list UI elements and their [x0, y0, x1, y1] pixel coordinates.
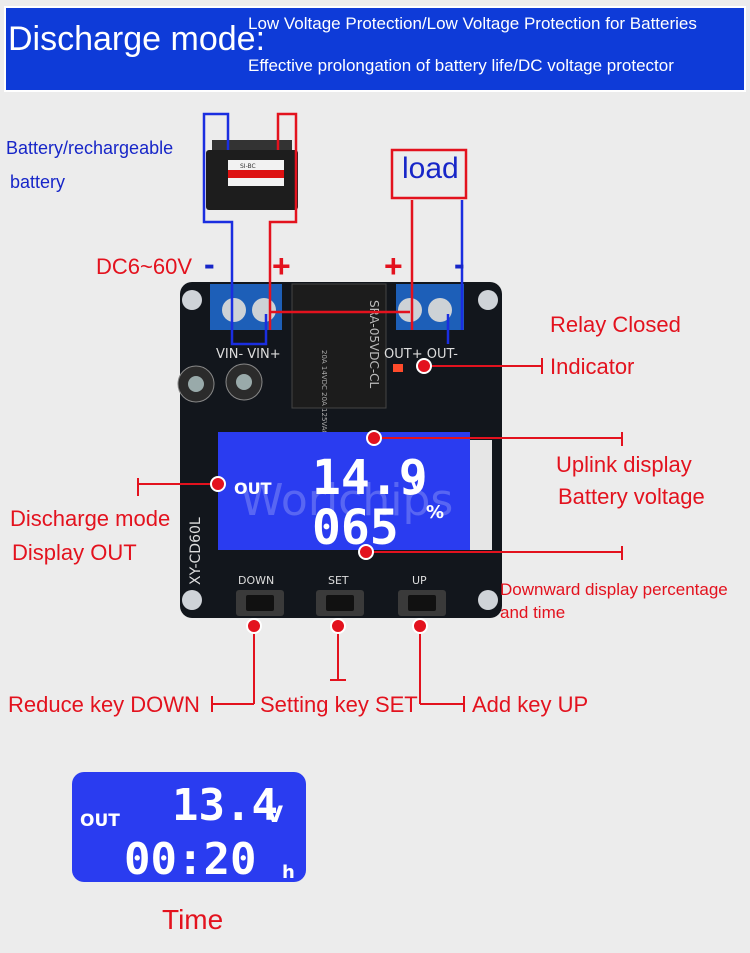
lcd-main-screen	[218, 432, 470, 550]
watermark: Worlchips	[240, 475, 453, 526]
lcd-main-top-value: 14.9	[312, 450, 428, 506]
lcd-main-mode: OUT	[234, 479, 272, 498]
out-label: OUT+ OUT-	[384, 347, 458, 362]
key-down-label: DOWN	[238, 574, 274, 587]
set-key[interactable]	[316, 590, 364, 616]
banner-subtitle-2: Effective prolongation of battery life/D…	[248, 56, 674, 75]
battery-label-line1: Battery/rechargeable	[6, 138, 174, 158]
uplink-label-line2: Battery voltage	[558, 484, 705, 509]
lcd-time-mode: OUT	[80, 811, 120, 831]
header-banner	[4, 6, 746, 92]
annotation-dots	[210, 358, 432, 634]
wires	[202, 112, 464, 346]
down-key[interactable]	[236, 590, 284, 616]
lcd-main-top-unit: V	[410, 476, 424, 497]
load-label: load	[402, 152, 459, 185]
board-model: XY-CD60L	[188, 517, 204, 585]
relay-label-line1: Relay Closed	[550, 312, 681, 337]
add-key-label: Add key UP	[472, 692, 589, 717]
relay-indicator-led	[393, 364, 403, 372]
uplink-label-line1: Uplink display	[556, 452, 692, 477]
lcd-main-bottom-unit: %	[426, 502, 444, 523]
load-box	[390, 148, 468, 200]
downward-label-line1: Downward display percentage	[500, 580, 728, 599]
lcd-time-top-unit: V	[266, 803, 283, 828]
reduce-key-label: Reduce key DOWN	[8, 692, 200, 717]
discharge-label-line1: Discharge mode	[10, 506, 171, 531]
input-voltage-label: DC6~60V	[96, 254, 193, 279]
battery-sticker: SI-BC	[240, 163, 256, 170]
vin-minus-sign: -	[204, 246, 215, 282]
out-minus-sign: -	[454, 246, 465, 282]
out-plus-sign: +	[384, 248, 403, 284]
key-up-label: UP	[412, 574, 427, 587]
setting-key-label: Setting key SET	[260, 692, 418, 717]
time-label: Time	[162, 904, 224, 935]
relay-model: SRA-05VDC-CL	[367, 300, 381, 389]
battery-image: SI-BC	[206, 140, 298, 210]
vin-plus-sign: +	[272, 248, 291, 284]
controller-board: SRA-05VDC-CL 20A 14VDC 20A 125VAC VIN- V…	[177, 282, 502, 618]
relay-spec: 20A 14VDC 20A 125VAC	[320, 350, 328, 435]
relay-label-line2: Indicator	[550, 354, 635, 379]
downward-label-line2: and time	[500, 603, 566, 622]
key-set-label: SET	[328, 574, 349, 587]
banner-title: Discharge mode:	[8, 20, 266, 58]
banner-subtitle-1: Low Voltage Protection/Low Voltage Prote…	[248, 14, 697, 33]
annotation-pointers	[137, 358, 623, 712]
lcd-time-bottom-value: 00:20	[124, 834, 256, 885]
lcd-time-top-value: 13.4	[172, 780, 278, 831]
up-key[interactable]	[398, 590, 446, 616]
lcd-main-bottom-value: 065	[312, 500, 399, 556]
battery-label-line2: battery	[10, 172, 66, 192]
discharge-label-line2: Display OUT	[12, 540, 137, 565]
lcd-time-bottom-unit: h	[282, 862, 295, 883]
vin-label: VIN- VIN+	[216, 347, 281, 362]
lcd-time-screen: OUT 13.4 V 00:20 h	[72, 772, 306, 885]
